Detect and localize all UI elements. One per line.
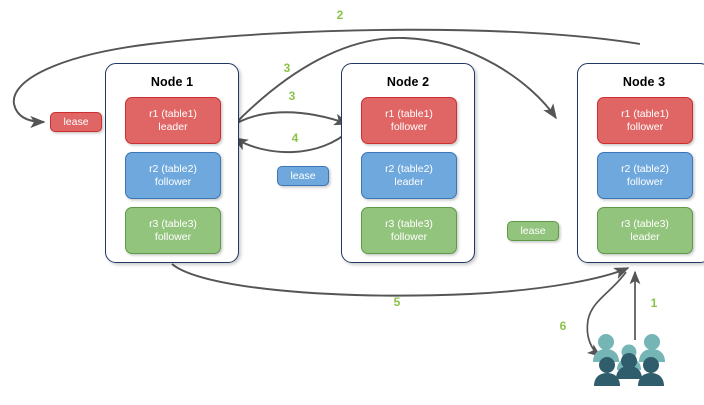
node-box-node2[interactable]: Node 2 r1 (table1) follower r2 (table2) … xyxy=(341,63,475,263)
arrow-3-short-path xyxy=(225,111,350,131)
replica-node2-r1[interactable]: r1 (table1) follower xyxy=(361,97,457,144)
step-label-1: 1 xyxy=(650,296,658,310)
node-title: Node 3 xyxy=(622,75,666,89)
replica-label-line2: follower xyxy=(390,230,428,243)
step-label-3b: 3 xyxy=(288,89,296,103)
replica-node1-r2[interactable]: r2 (table2) follower xyxy=(125,152,221,199)
replica-label-line2: follower xyxy=(626,120,664,133)
replica-node1-r3[interactable]: r3 (table3) follower xyxy=(125,207,221,254)
node-title: Node 1 xyxy=(150,75,194,89)
replica-node2-r2[interactable]: r2 (table2) leader xyxy=(361,152,457,199)
step-label-5: 5 xyxy=(393,295,401,309)
node-title: Node 2 xyxy=(386,75,430,89)
replica-label-line2: leader xyxy=(394,175,424,188)
step-label-4: 4 xyxy=(291,131,299,145)
replica-node3-r3[interactable]: r3 (table3) leader xyxy=(597,207,693,254)
replica-label-line1: r3 (table3) xyxy=(621,217,669,230)
replica-label-line1: r1 (table1) xyxy=(149,107,197,120)
replica-node2-r3[interactable]: r3 (table3) follower xyxy=(361,207,457,254)
replica-label-line2: leader xyxy=(630,230,660,243)
lease-badge-table2[interactable]: lease xyxy=(277,166,329,186)
step-label-3a: 3 xyxy=(283,61,291,75)
replica-label-line1: r1 (table1) xyxy=(621,107,669,120)
replica-node3-r2[interactable]: r2 (table2) follower xyxy=(597,152,693,199)
replica-label-line1: r2 (table2) xyxy=(385,162,433,175)
replica-label-line1: r2 (table2) xyxy=(149,162,197,175)
replica-label-line1: r1 (table1) xyxy=(385,107,433,120)
users-icon xyxy=(593,334,665,386)
replica-label-line2: follower xyxy=(626,175,664,188)
replica-label-line1: r3 (table3) xyxy=(149,217,197,230)
replica-label-line2: leader xyxy=(158,120,188,133)
step-label-6: 6 xyxy=(559,319,567,333)
replica-node3-r1[interactable]: r1 (table1) follower xyxy=(597,97,693,144)
replica-label-line2: follower xyxy=(390,120,428,133)
arrow-5-path xyxy=(171,263,630,297)
lease-badge-table1[interactable]: lease xyxy=(50,112,102,132)
replica-node1-r1[interactable]: r1 (table1) leader xyxy=(125,97,221,144)
step-label-2: 2 xyxy=(336,8,344,22)
replica-label-line2: follower xyxy=(154,230,192,243)
replica-label-line1: r2 (table2) xyxy=(621,162,669,175)
lease-badge-table3[interactable]: lease xyxy=(507,221,559,241)
node-box-node1[interactable]: Node 1 r1 (table1) leader r2 (table2) fo… xyxy=(105,63,239,263)
node-box-node3[interactable]: Node 3 r1 (table1) follower r2 (table2) … xyxy=(577,63,704,263)
replica-label-line2: follower xyxy=(154,175,192,188)
replica-label-line1: r3 (table3) xyxy=(385,217,433,230)
